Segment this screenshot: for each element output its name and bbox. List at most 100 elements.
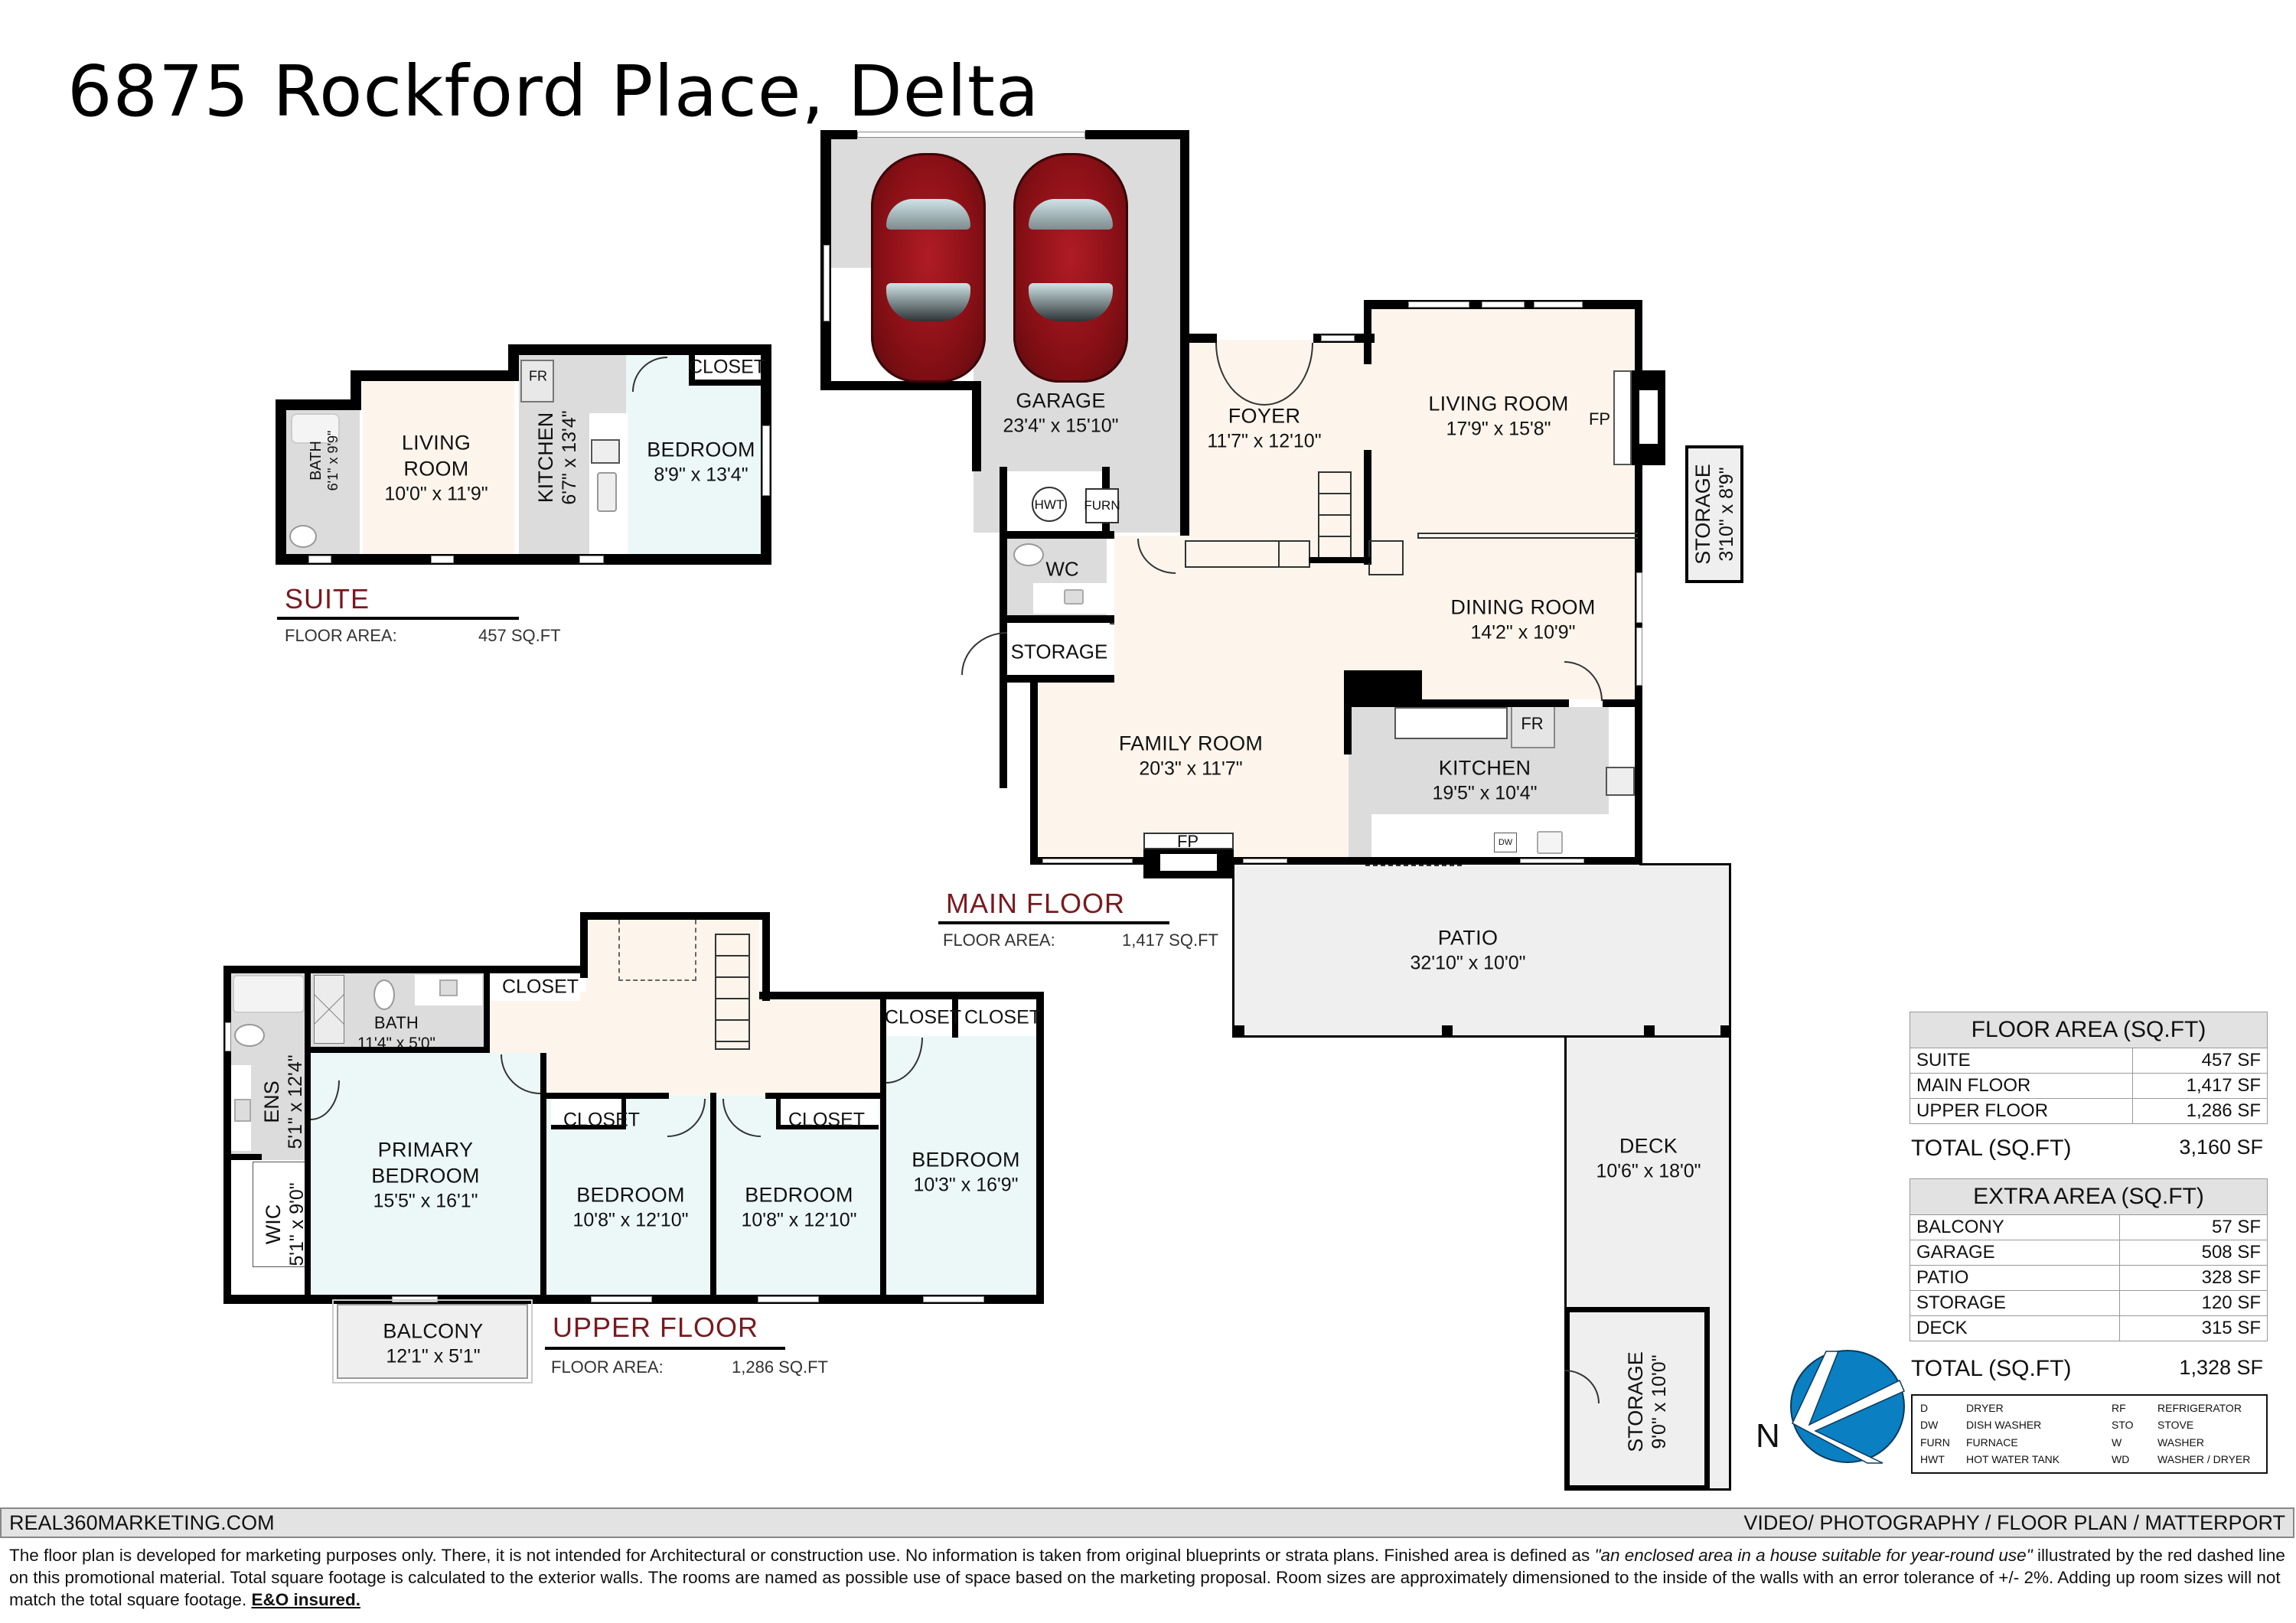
sliding-door[interactable] [1243,859,1287,863]
wall [880,992,886,1299]
wall [1309,557,1371,563]
stove-icon [1606,767,1635,796]
toilet-icon [1013,543,1044,566]
wall [820,130,857,139]
balcony-label: BALCONY 12'1" x 5'1" [383,1319,484,1367]
fireplace-label: FP [1176,832,1199,851]
toilet-icon [234,1024,265,1047]
car-icon [871,153,986,383]
closet [958,999,1036,1036]
dining-room-label: DINING ROOM 14'2" x 10'9" [1450,595,1596,644]
wall [276,399,286,565]
sliding-door[interactable] [392,1296,438,1302]
suite-kitchen-label: KITCHEN 6'7" x 13'4" [533,410,581,505]
post [1720,1025,1731,1038]
wall [1364,450,1371,565]
sink-icon [597,472,617,512]
patio [1232,866,1731,1038]
wall [351,370,519,381]
closet-label: CLOSET [884,1006,962,1028]
primary-bedroom [311,1053,543,1295]
north-label: N [1756,1417,1780,1455]
closet [776,1099,879,1129]
website-link[interactable]: REAL360MARKETING.COM [9,1511,275,1534]
window [591,1296,652,1302]
stairs [715,934,750,1050]
heading-rule [545,1347,785,1350]
window [1520,859,1584,863]
bathtub-icon [291,413,340,444]
wall [759,992,1044,999]
window [762,425,770,496]
wall [1036,992,1044,1304]
wall [1422,699,1569,707]
wall [972,381,981,471]
floor-area-table-heading: FLOOR AREA (SQ.FT) [1910,1012,2268,1048]
wall [231,1154,262,1160]
primary-bedroom-label: PRIMARY BEDROOM 15'5" x 16'1" [371,1138,480,1212]
hot-water-tank-icon [1032,487,1067,522]
wall [223,966,231,1302]
wall [311,1047,490,1053]
suite-bedroom-label: BEDROOM 8'9" x 13'4" [647,438,755,486]
exterior-storage [1685,445,1743,583]
page-title: 6875 Rockford Place, Delta [67,51,1040,132]
living-room [1368,306,1639,543]
bedroom-4-label: BEDROOM 10'3" x 16'9" [912,1148,1020,1196]
wall [1639,863,1731,865]
living-room-label: LIVING ROOM 17'9" x 15'8" [1428,392,1569,440]
window [579,556,604,563]
wall [1344,670,1352,754]
main-floor-area-label: FLOOR AREA: [943,930,1055,950]
wall [580,912,770,920]
suite-closet [689,355,761,386]
door-swing[interactable] [961,632,1007,675]
wall [276,399,361,410]
wall [820,381,981,390]
window [1636,572,1642,623]
closet-label: CLOSET [563,1109,641,1131]
main-floor-area-value: 1,417 SQ.FT [1122,930,1218,950]
hall-closet [490,973,580,1001]
upper-floor-area-value: 1,286 SQ.FT [732,1357,828,1377]
kitchen-side [1609,707,1639,814]
suite-floor-area-label: FLOOR AREA: [285,626,397,645]
post [1644,1025,1655,1038]
railing [1417,533,1638,539]
heading-rule [938,921,1169,924]
heading-rule [277,617,519,620]
suite-living-label: LIVING ROOM 10'0" x 11'9" [384,431,488,505]
family-room [1035,683,1350,860]
window [1042,859,1133,863]
toilet-icon [373,979,395,1010]
wic-shelf [253,1162,306,1267]
wic-label: WIC 5'1" x 9'0" [261,1182,308,1266]
suite-bath-label: BATH 6'1" x 9'9" [308,430,341,491]
wall [710,1093,716,1299]
bedroom-3-label: BEDROOM 10'8" x 12'10" [741,1183,857,1231]
suite-bedroom [626,355,761,554]
hwt-label: HWT [1034,497,1065,512]
fridge-icon [520,360,554,402]
wall [1729,863,1731,1038]
closet [888,999,952,1036]
bedroom-4 [886,1036,1036,1295]
toilet-icon [289,525,317,548]
stairs-lower [1368,540,1404,575]
foyer-label: FOYER 11'7" x 12'10" [1207,404,1322,452]
closet-label: CLOSET [501,976,579,998]
wall [1085,130,1189,139]
window [1321,335,1355,341]
wall [580,912,588,978]
kitchen-label: KITCHEN 19'5" x 10'4" [1432,756,1538,804]
garage-door[interactable] [857,132,1085,138]
patio-label: PATIO 32'10" x 10'0" [1410,926,1526,974]
sink-icon [234,1099,251,1122]
